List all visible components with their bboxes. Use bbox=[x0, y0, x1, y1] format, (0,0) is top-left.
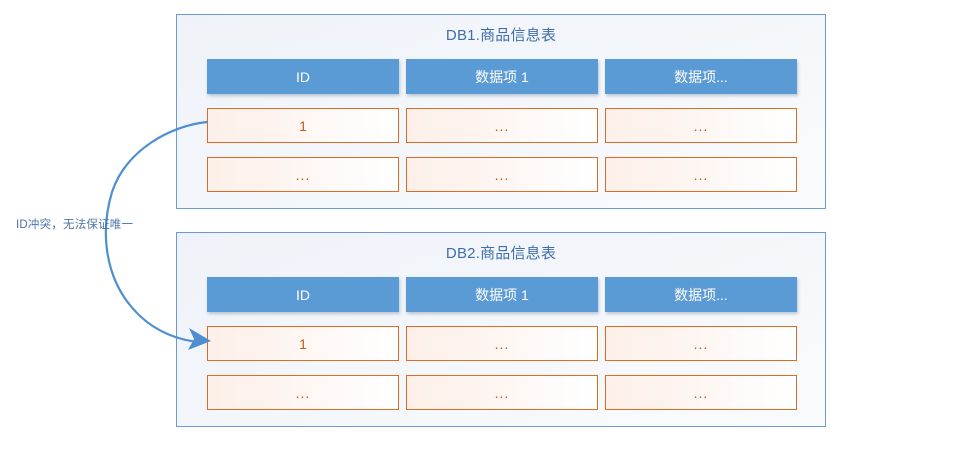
db2-title: DB2.商品信息表 bbox=[445, 245, 557, 262]
conflict-annotation-label: ID冲突，无法保证唯一 bbox=[16, 219, 134, 231]
db1-data-row-1: 1 ... ... bbox=[207, 108, 797, 143]
db2-data-row-1: 1 ... ... bbox=[207, 326, 797, 361]
db2-table: ID 数据项 1 数据项... 1 ... ... ... ... ... bbox=[207, 277, 797, 410]
db1-header-cell-id: ID bbox=[207, 59, 399, 94]
db1-row1-item1-cell: ... bbox=[406, 108, 598, 143]
db2-row1-item1-cell: ... bbox=[406, 326, 598, 361]
database-panel-db1: DB1.商品信息表 ID 数据项 1 数据项... 1 ... ... ... … bbox=[176, 14, 826, 209]
db1-header-cell-item1: 数据项 1 bbox=[406, 59, 598, 94]
db1-row2-id-cell: ... bbox=[207, 157, 399, 192]
db1-header-row: ID 数据项 1 数据项... bbox=[207, 59, 797, 94]
db2-row2-item1-cell: ... bbox=[406, 375, 598, 410]
db2-row2-id-cell: ... bbox=[207, 375, 399, 410]
db2-data-row-2: ... ... ... bbox=[207, 375, 797, 410]
db1-title: DB1.商品信息表 bbox=[445, 27, 557, 44]
db2-header-cell-id: ID bbox=[207, 277, 399, 312]
db2-header-cell-item1: 数据项 1 bbox=[406, 277, 598, 312]
db2-header-cell-item-more: 数据项... bbox=[605, 277, 797, 312]
db2-row1-id-cell: 1 bbox=[207, 326, 399, 361]
db1-row2-item1-cell: ... bbox=[406, 157, 598, 192]
db1-row1-item-more-cell: ... bbox=[605, 108, 797, 143]
db1-row1-id-cell: 1 bbox=[207, 108, 399, 143]
db1-data-row-2: ... ... ... bbox=[207, 157, 797, 192]
db2-header-row: ID 数据项 1 数据项... bbox=[207, 277, 797, 312]
db1-header-cell-item-more: 数据项... bbox=[605, 59, 797, 94]
db2-row2-item-more-cell: ... bbox=[605, 375, 797, 410]
db2-row1-item-more-cell: ... bbox=[605, 326, 797, 361]
db1-table: ID 数据项 1 数据项... 1 ... ... ... ... ... bbox=[207, 59, 797, 192]
db1-row2-item-more-cell: ... bbox=[605, 157, 797, 192]
database-panel-db2: DB2.商品信息表 ID 数据项 1 数据项... 1 ... ... ... … bbox=[176, 232, 826, 427]
